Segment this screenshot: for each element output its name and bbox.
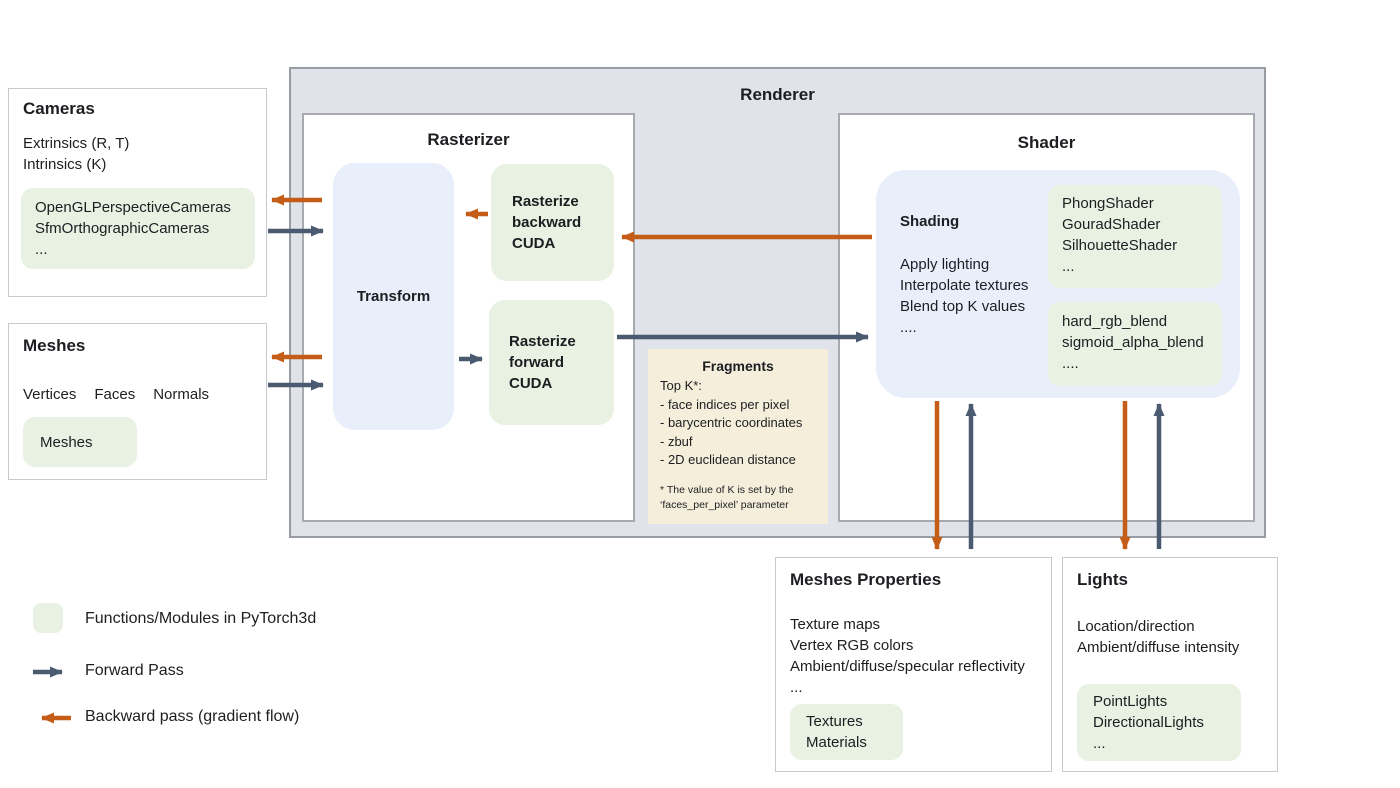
cameras-title: Cameras — [23, 99, 95, 118]
meshes-properties-modules-box: Textures Materials — [790, 704, 903, 760]
meshes-param-normals: Normals — [153, 386, 210, 403]
rasterize-forward-cuda-block: Rasterize forward CUDA — [489, 300, 614, 425]
lights-params: Location/direction Ambient/diffuse inten… — [1077, 618, 1240, 656]
fragments-lines: Top K*: - face indices per pixel - baryc… — [660, 378, 803, 467]
cameras-modules-box: OpenGLPerspectiveCameras SfmOrthographic… — [21, 188, 255, 269]
meshes-params: Vertices Faces Normals — [23, 384, 252, 405]
transform-block: Transform — [333, 163, 454, 430]
meshes-properties-box: Meshes Properties Texture maps Vertex RG… — [775, 557, 1052, 772]
cameras-box: Cameras Extrinsics (R, T) Intrinsics (K)… — [8, 88, 267, 297]
fragments-box: Fragments Top K*: - face indices per pix… — [648, 349, 828, 524]
lights-box: Lights Location/direction Ambient/diffus… — [1062, 557, 1278, 772]
backward-arrow-icon — [41, 712, 71, 724]
blend-functions-box: hard_rgb_blend sigmoid_alpha_blend .... — [1048, 302, 1222, 386]
meshes-param-faces: Faces — [94, 386, 136, 403]
legend-modules-label: Functions/Modules in PyTorch3d — [85, 610, 317, 627]
meshes-properties-params: Texture maps Vertex RGB colors Ambient/d… — [790, 616, 1025, 696]
forward-arrow-icon — [33, 666, 63, 678]
legend-backward-label: Backward pass (gradient flow) — [85, 708, 300, 725]
cameras-params: Extrinsics (R, T) Intrinsics (K) — [23, 135, 130, 173]
meshes-properties-title: Meshes Properties — [790, 570, 942, 589]
fragments-title: Fragments — [702, 358, 774, 374]
meshes-param-vertices: Vertices — [23, 386, 77, 403]
shading-title: Shading — [900, 213, 960, 230]
meshes-modules-box: Meshes — [23, 417, 137, 467]
meshes-box: Meshes Vertices Faces Normals Meshes — [8, 323, 267, 480]
renderer-title: Renderer — [740, 85, 815, 104]
shading-description: Apply lighting Interpolate textures Blen… — [900, 256, 1029, 336]
rasterizer-title: Rasterizer — [427, 130, 510, 149]
fragments-footnote: * The value of K is set by the ‘faces_pe… — [660, 483, 794, 511]
shader-modules-box: PhongShader GouradShader SilhouetteShade… — [1048, 185, 1222, 288]
lights-title: Lights — [1077, 570, 1128, 589]
legend-forward-label: Forward Pass — [85, 662, 184, 679]
meshes-title: Meshes — [23, 336, 86, 355]
lights-modules-box: PointLights DirectionalLights ... — [1077, 684, 1241, 761]
legend-module-swatch — [33, 603, 63, 633]
rasterize-backward-cuda-block: Rasterize backward CUDA — [491, 164, 614, 281]
shader-title: Shader — [1017, 133, 1076, 152]
